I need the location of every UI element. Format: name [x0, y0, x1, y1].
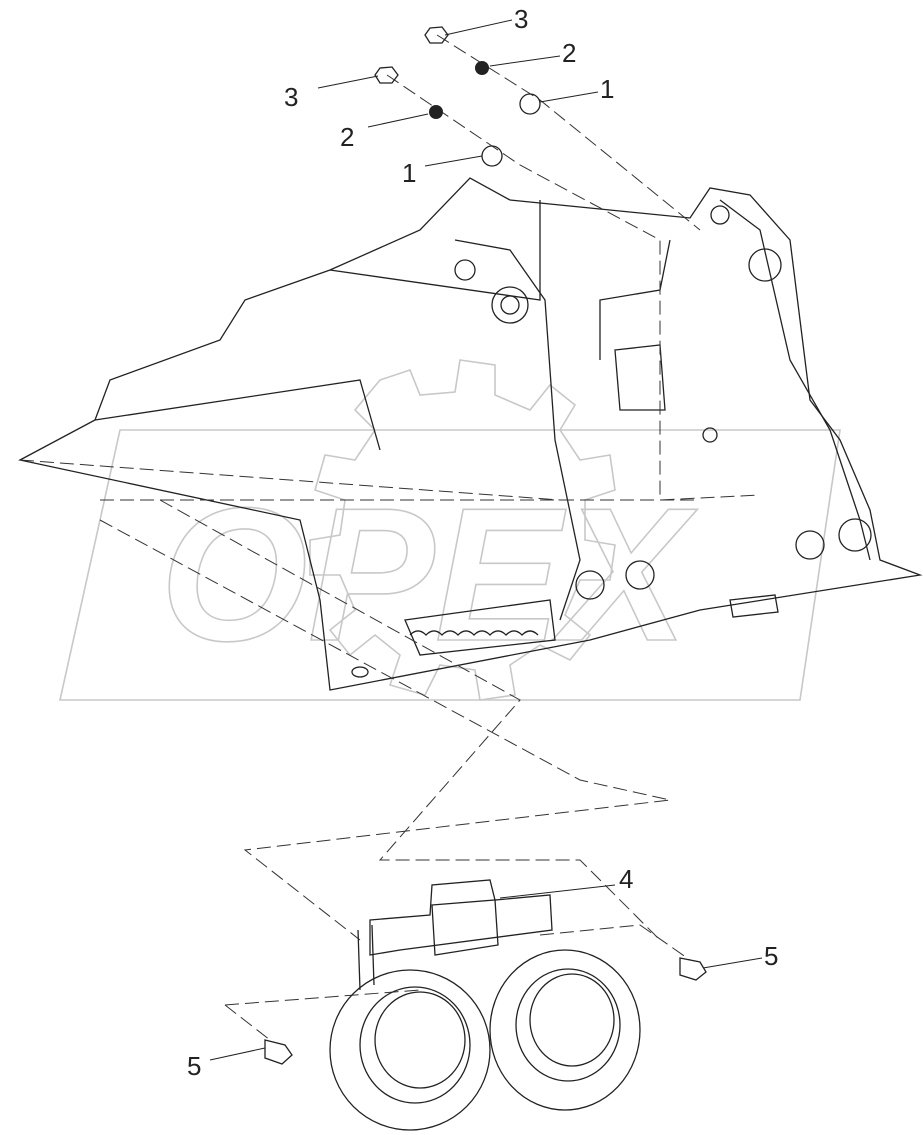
callout-5-left: 5 [187, 1051, 201, 1081]
loader-front-frame [18, 177, 923, 691]
leader-lines [209, 19, 763, 1061]
callout-1-top: 1 [600, 74, 614, 104]
callout-5-right: 5 [764, 941, 778, 971]
watermark-text: OPEX [160, 469, 698, 681]
nut-icon [424, 26, 449, 44]
horn-assembly [264, 879, 707, 1131]
flat-washer-icon [481, 145, 503, 167]
callout-4: 4 [619, 864, 633, 894]
assembly-lines [19, 34, 761, 1041]
lock-washer-icon [429, 105, 443, 119]
fasteners [374, 26, 541, 167]
nut-icon [374, 66, 399, 84]
callout-3-top: 3 [514, 4, 528, 34]
callout-1-left: 1 [402, 158, 416, 188]
bolt-icon [679, 957, 707, 981]
callout-2-top: 2 [562, 38, 576, 68]
bolt-icon [264, 1039, 293, 1065]
lock-washer-icon [475, 61, 489, 75]
callouts: 3 2 1 3 2 1 4 5 5 [187, 4, 778, 1081]
watermark-logo: OPEX [59, 359, 841, 701]
callout-2-left: 2 [340, 122, 354, 152]
callout-3-left: 3 [284, 82, 298, 112]
flat-washer-icon [519, 93, 541, 115]
